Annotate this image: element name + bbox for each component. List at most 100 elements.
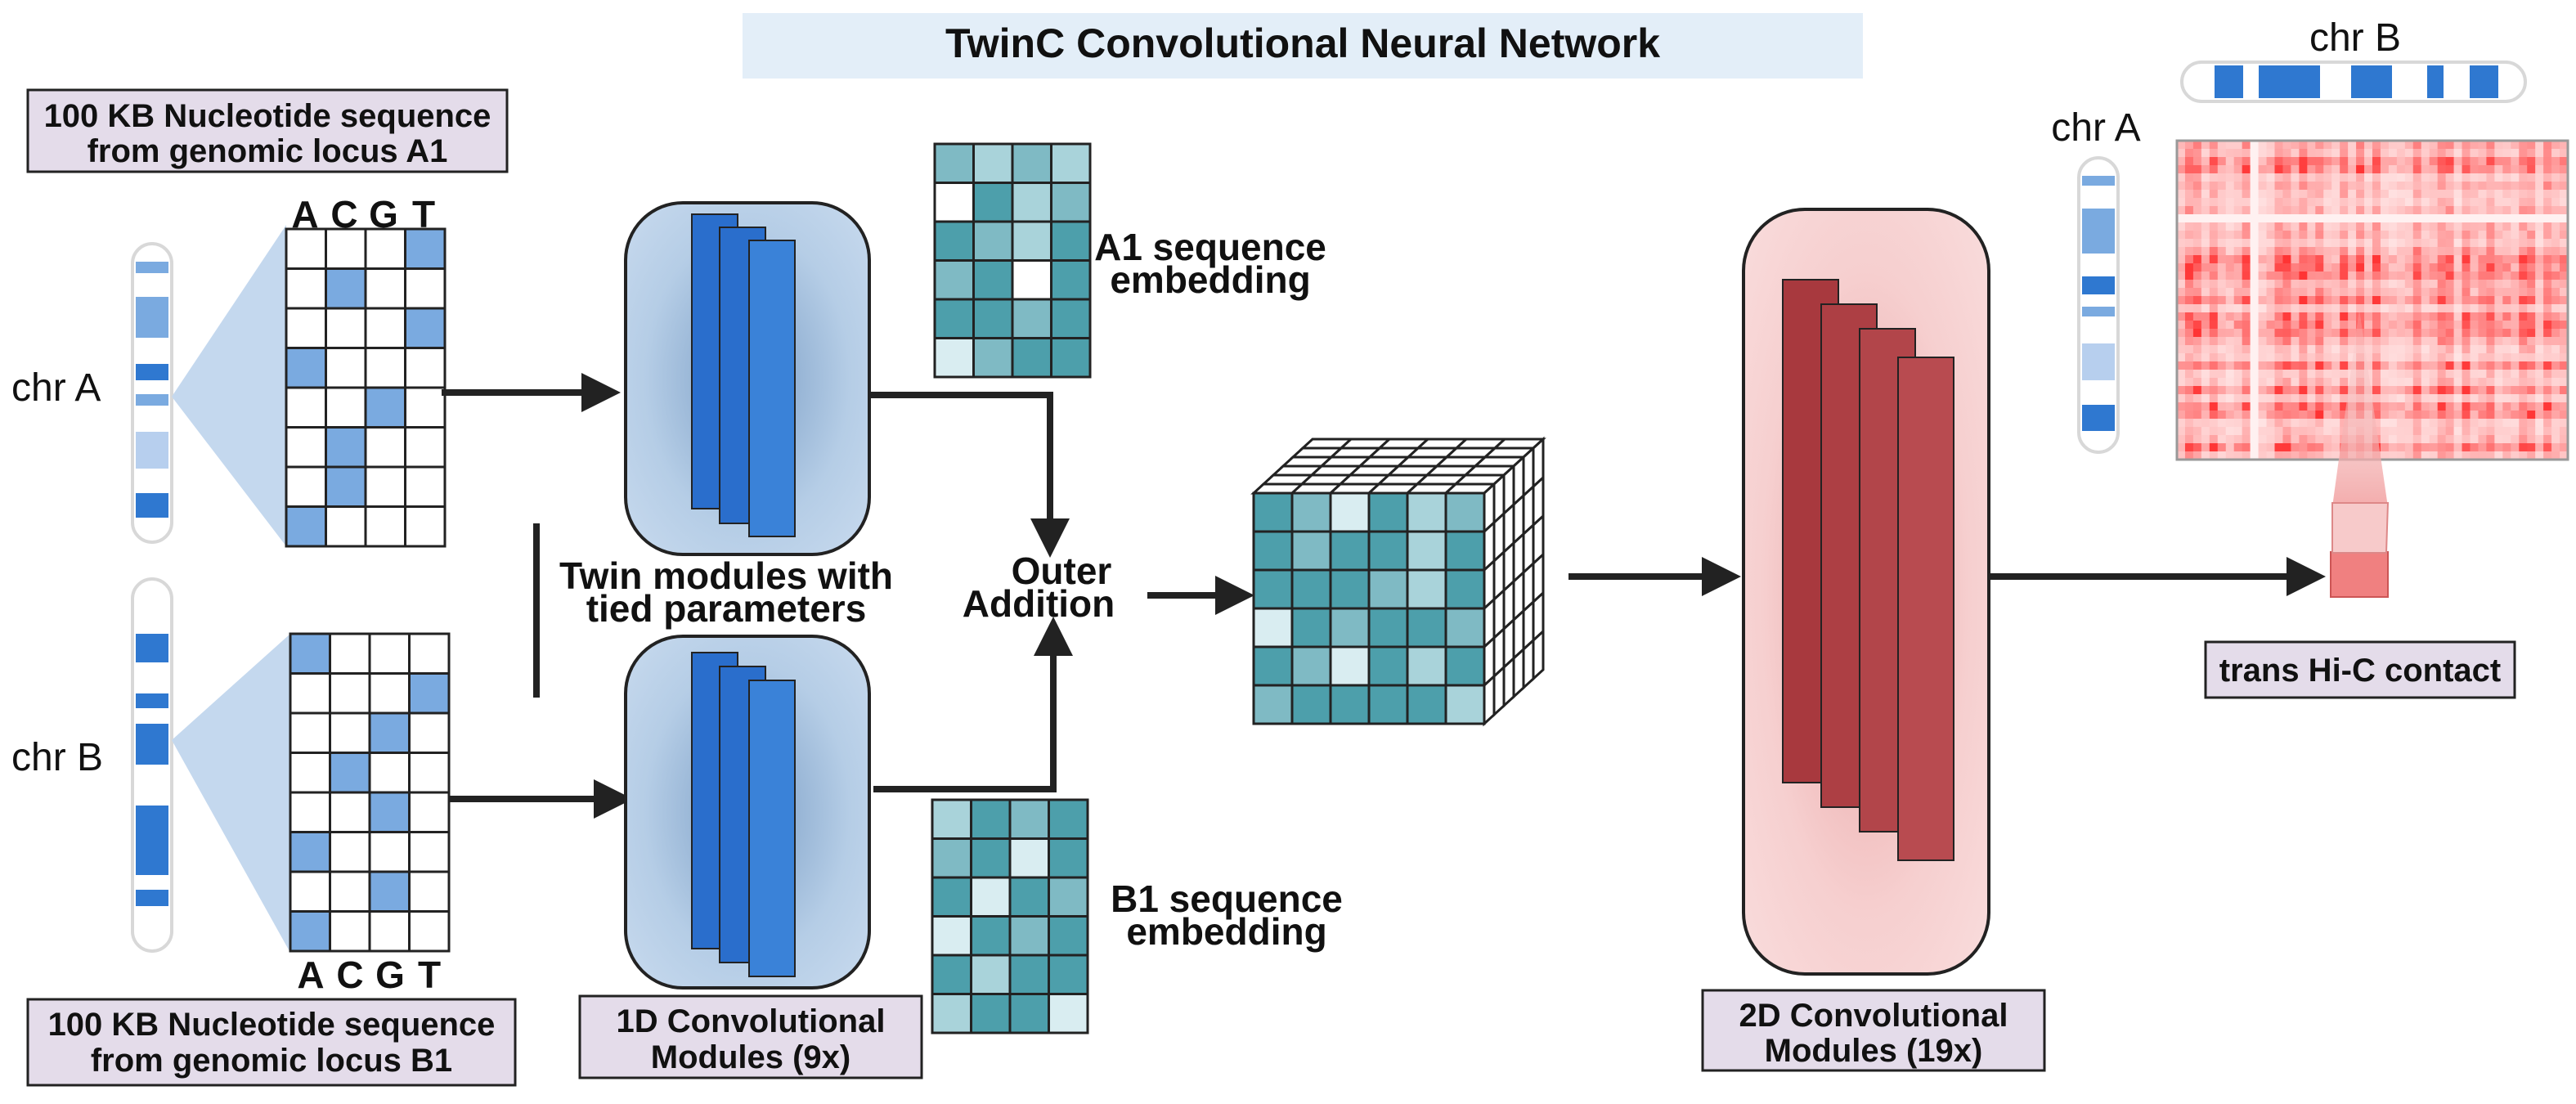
heatmap-cell xyxy=(2209,222,2219,231)
heatmap-cell xyxy=(2560,443,2569,452)
heatmap-cell xyxy=(2511,182,2520,191)
a1-embedding-grid xyxy=(933,142,1092,379)
heatmap-cell xyxy=(2266,451,2275,460)
heatmap-cell xyxy=(2421,337,2430,346)
conv1d-label-box xyxy=(578,994,923,1079)
heatmap-cell xyxy=(2331,141,2340,150)
heatmap-cell xyxy=(2511,451,2520,460)
heatmap-cell xyxy=(2486,419,2495,428)
heatmap-cell xyxy=(2323,443,2332,452)
heatmap-cell xyxy=(2453,337,2463,346)
heatmap-cell xyxy=(2519,272,2528,280)
heatmap-cell xyxy=(2282,402,2291,411)
embedding-cell xyxy=(1008,954,1050,995)
embedding-cell xyxy=(933,298,975,339)
heatmap-cell xyxy=(2282,337,2291,346)
heatmap-cell xyxy=(2315,370,2324,379)
heatmap-cell xyxy=(2299,435,2308,444)
heatmap-cell xyxy=(2462,231,2471,240)
heatmap-cell xyxy=(2551,361,2560,370)
heatmap-cell xyxy=(2315,157,2324,166)
heatmap-cell xyxy=(2453,255,2463,264)
heatmap-cell xyxy=(2551,231,2560,240)
heatmap-cell xyxy=(2299,353,2308,362)
heatmap-cell xyxy=(2299,165,2308,174)
heatmap-cell xyxy=(2364,353,2373,362)
heatmap-cell xyxy=(2511,435,2520,444)
grid-cell xyxy=(408,632,451,675)
heatmap-cell xyxy=(2380,394,2390,403)
heatmap-cell xyxy=(2225,321,2235,330)
heatmap-cell xyxy=(2404,222,2414,231)
heatmap-cell xyxy=(2462,361,2471,370)
heatmap-cell xyxy=(2519,361,2528,370)
heatmap-cell xyxy=(2478,312,2487,321)
heatmap-cell xyxy=(2282,272,2291,280)
heatmap-cell xyxy=(2348,182,2357,191)
heatmap-cell xyxy=(2543,411,2552,420)
heatmap-cell xyxy=(2233,451,2243,460)
heatmap-cell xyxy=(2274,394,2283,403)
heatmap-cell xyxy=(2429,182,2439,191)
heatmap-cell xyxy=(2356,173,2365,182)
heatmap-cell xyxy=(2470,443,2479,452)
heatmap-cell xyxy=(2453,149,2463,158)
heatmap-cell xyxy=(2519,165,2528,174)
heatmap-cell xyxy=(2242,206,2251,215)
heatmap-cell xyxy=(2535,157,2544,166)
heatmap-cell xyxy=(2527,402,2536,411)
heatmap-cell xyxy=(2494,329,2503,338)
heatmap-cell xyxy=(2274,312,2283,321)
heatmap-cell xyxy=(2184,149,2194,158)
heatmap-cell xyxy=(2462,222,2471,231)
heatmap-cell xyxy=(2258,427,2268,436)
embedding-cell xyxy=(1050,182,1092,223)
heatmap-cell xyxy=(2274,222,2283,231)
heatmap-cell xyxy=(2486,182,2495,191)
heatmap-cell xyxy=(2404,402,2414,411)
heatmap-cell xyxy=(2543,206,2552,215)
heatmap-cell xyxy=(2233,419,2243,428)
heatmap-cell xyxy=(2315,141,2324,150)
heatmap-cell xyxy=(2519,435,2528,444)
heatmap-cell xyxy=(2291,141,2300,150)
embedding-cell xyxy=(1011,182,1052,223)
heatmap-cell xyxy=(2340,304,2349,313)
heatmap-cell xyxy=(2551,304,2560,313)
grid-cell xyxy=(289,632,331,675)
heatmap-cell xyxy=(2307,222,2316,231)
heatmap-cell xyxy=(2437,182,2447,191)
heatmap-cell xyxy=(2217,247,2227,256)
heatmap-cell xyxy=(2282,312,2291,321)
heatmap-cell xyxy=(2184,288,2194,297)
heatmap-cell xyxy=(2364,296,2373,305)
heatmap-cell xyxy=(2396,435,2406,444)
heatmap-cell xyxy=(2323,157,2332,166)
heatmap-cell xyxy=(2535,370,2544,379)
heatmap-cell xyxy=(2445,173,2455,182)
heatmap-cell xyxy=(2201,394,2210,403)
heatmap-cell xyxy=(2527,370,2536,379)
cube-front-cell xyxy=(1290,568,1332,610)
heatmap-cell xyxy=(2429,386,2439,395)
heatmap-cell xyxy=(2470,361,2479,370)
heatmap-cell xyxy=(2201,247,2210,256)
heatmap-cell xyxy=(2340,141,2349,150)
heatmap-cell xyxy=(2274,272,2283,280)
heatmap-cell xyxy=(2543,280,2552,289)
heatmap-cell xyxy=(2299,141,2308,150)
heatmap-cell xyxy=(2282,296,2291,305)
cube-front-cell xyxy=(1329,607,1371,648)
heatmap-cell xyxy=(2462,263,2471,272)
heatmap-cell xyxy=(2437,280,2447,289)
onehot-grid-a xyxy=(285,227,447,548)
heatmap-cell xyxy=(2519,443,2528,452)
heatmap-cell xyxy=(2274,419,2283,428)
grid-cell xyxy=(329,910,371,953)
heatmap-cell xyxy=(2527,272,2536,280)
heatmap-cell xyxy=(2429,239,2439,248)
heatmap-cell xyxy=(2404,321,2414,330)
heatmap-cell xyxy=(2560,345,2569,354)
heatmap-cell xyxy=(2291,386,2300,395)
heatmap-cell xyxy=(2331,231,2340,240)
